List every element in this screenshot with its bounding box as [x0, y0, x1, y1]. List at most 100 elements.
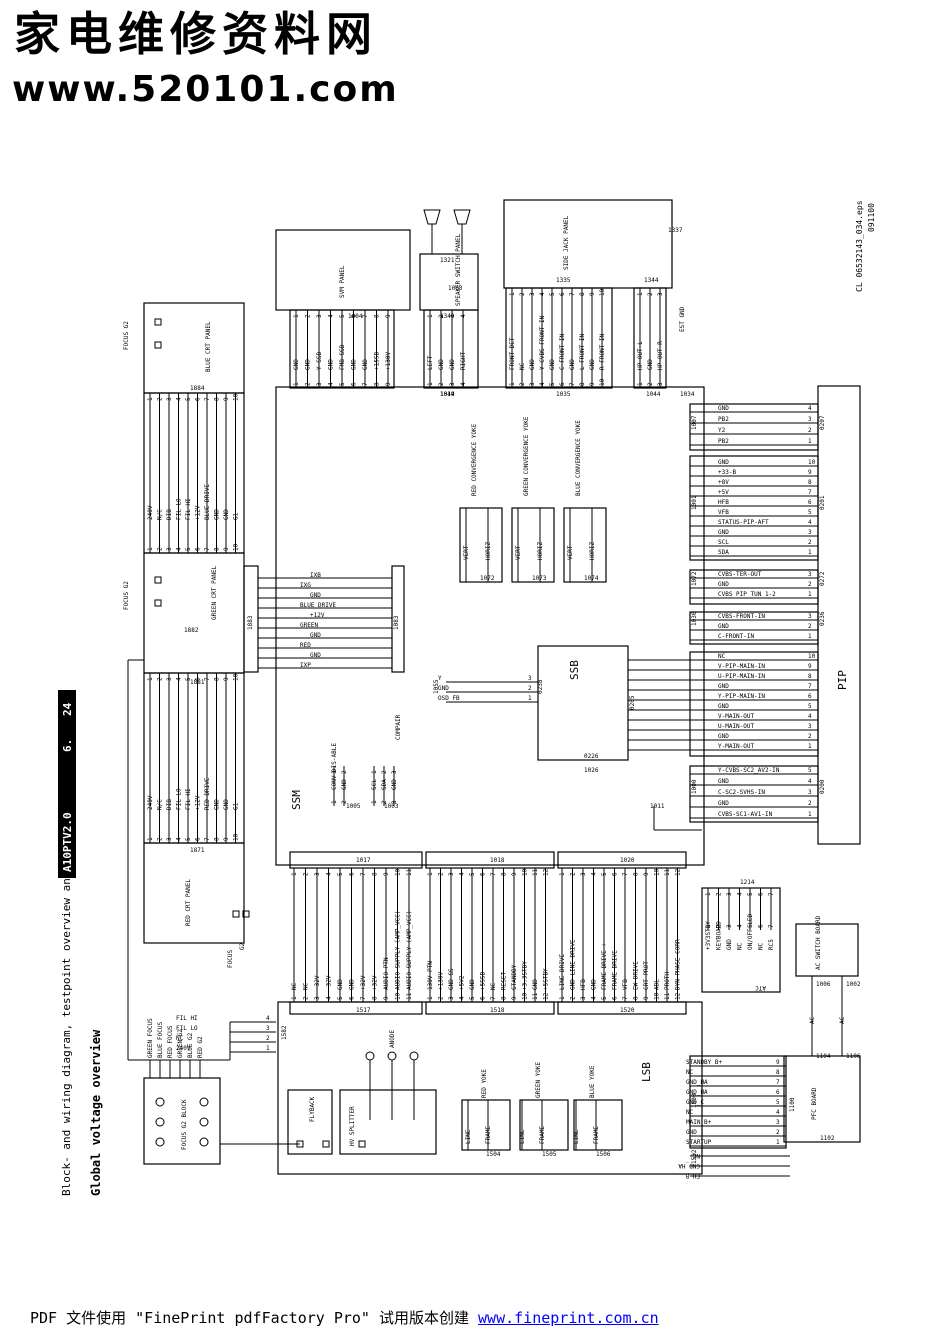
c1582-pin-number: 4: [266, 1015, 270, 1022]
blue-crt-pin-number: 5: [185, 397, 192, 401]
connector-0205: 0205: [629, 695, 636, 710]
lsb-1517-pin-number: 2: [303, 996, 310, 1000]
connector-1026: 1026: [584, 767, 599, 774]
hp-pin-number: 2: [647, 292, 654, 296]
pip-0201-pin-number: 5: [808, 509, 812, 516]
side-jack-pin: NC: [519, 362, 526, 370]
lsb-1520-pin: ABL: [654, 979, 661, 990]
lsb-1518-pin: GND SS: [448, 968, 455, 990]
blue-crt-pin-number: 8: [214, 397, 221, 401]
focus-label: FOCUS G2: [123, 321, 130, 350]
lsb-1517-pin-number: 8: [372, 996, 379, 1000]
svm-pin-number: 6: [351, 314, 358, 318]
side-jack-pin: C-FRONT-IN: [559, 333, 566, 370]
svm-pin-number: 3: [316, 314, 323, 318]
connector-1036: 1036: [691, 611, 698, 626]
lsb-1500-pin-number: 8: [776, 1069, 780, 1076]
c1003-pin: SDA: [381, 779, 388, 790]
blue-crt-pin-number: 3: [166, 547, 173, 551]
svm-panel-label: SVM PANEL: [339, 265, 346, 298]
ac-label: AC: [809, 1016, 816, 1024]
green-bus-pin: +12V: [310, 612, 325, 619]
pip-0201-pin-number: 9: [808, 469, 812, 476]
yoke-label: GREEN YOKE: [535, 1061, 542, 1098]
red-crt-pin-number: 8: [214, 837, 221, 841]
lsb-1502-pin: GND_HA: [678, 1162, 700, 1169]
lsb-1520-pin: FRAME DRIVE +: [601, 943, 608, 990]
red-crt-pin-number: 7: [204, 837, 211, 841]
pip-0200-pin: CVBS-SC1-AV1-IN: [718, 811, 773, 818]
page-title: Global voltage overview: [89, 1029, 103, 1196]
side-jack-pin-number: 10: [599, 378, 606, 386]
c1582-pin: FIL HI: [176, 1015, 198, 1022]
lsb-1520-pin: FRAME DRIVE -: [612, 943, 619, 990]
red-crt-pin-number: 1: [147, 837, 154, 841]
pip-0205-pin-number: 5: [808, 703, 812, 710]
lsb-1517-pin-number: 5: [337, 872, 344, 876]
ssb-0238-pin-number: 2: [528, 685, 532, 692]
blue-crt-pin-number: 5: [185, 547, 192, 551]
red-crt-pin: RED DRIVE: [204, 777, 211, 810]
atc-pin-number: 5: [747, 892, 754, 896]
pip-0207-pin-number: 1: [808, 438, 812, 445]
lsb-1500-pin: MAIN B+: [686, 1119, 712, 1126]
speaker-panel-label: SPEAKER SWITCH PANEL: [455, 233, 462, 306]
drawing-date: 091100: [867, 203, 876, 232]
hv-splitter: [339, 1089, 437, 1155]
ac-switch-board: [795, 923, 859, 977]
side-jack-pin-number: 7: [569, 292, 576, 296]
flyback-label: FLYBACK: [309, 1096, 316, 1122]
red-crt-pin: FIL LO: [176, 788, 183, 810]
connector-1001: 1001: [691, 495, 698, 510]
lsb-1520-pin-number: 2: [570, 996, 577, 1000]
connector-1505: 1505: [542, 1151, 557, 1158]
pip-0200-pin: Y-CVBS-SC2_AV2-IN: [718, 767, 780, 774]
lsb-1517-pin: GND: [337, 979, 344, 990]
connector-1035: 1035: [556, 391, 571, 398]
blue-crt-pin-number: 10: [233, 393, 240, 401]
svm-pin-number: 2: [305, 382, 312, 386]
lsb-1500-pin-number: 4: [776, 1109, 780, 1116]
lsb-board: [277, 1001, 703, 1175]
red-crt-pin-number: 5: [185, 677, 192, 681]
svm-pin-number: 8: [374, 382, 381, 386]
pip-0205-pin-number: 4: [808, 713, 812, 720]
atc-pin-number: 3: [726, 892, 733, 896]
blue-crt-pin: GND: [214, 509, 221, 520]
atc-pin-number: 1: [705, 892, 712, 896]
lsb-1520-pin: GND: [591, 979, 598, 990]
pip-0201-pin-number: 6: [808, 499, 812, 506]
anode-terminal: [409, 1051, 419, 1061]
red-crt-pin: FIL HI: [185, 788, 192, 810]
ssm-label: SSM: [290, 790, 303, 810]
svm-pin-number: 2: [305, 314, 312, 318]
watermark-url: www.520101.com: [12, 69, 399, 110]
blue-crt-pin: +12V: [195, 505, 202, 520]
hp-pin: GND: [647, 359, 654, 370]
footer-link[interactable]: www.fineprint.com.cn: [478, 1309, 659, 1327]
green-bus-pin: GND: [310, 652, 321, 659]
green-bus-pin: GND: [310, 632, 321, 639]
side-jack-pin-number: 2: [519, 292, 526, 296]
red-crt-pin: +12V: [195, 795, 202, 810]
yoke-pin: VERT: [515, 545, 522, 560]
lsb-1517-pin-number: 3: [314, 996, 321, 1000]
connector-1500: 1500: [691, 1093, 698, 1108]
lsb-1520-pin-number: 1: [559, 872, 566, 876]
blue-crt-pin-number: 3: [166, 397, 173, 401]
connector-1335: 1335: [556, 277, 571, 284]
focus-terminal: [154, 599, 162, 607]
hp-pin-number: 2: [647, 382, 654, 386]
section-title: Block- and wiring diagram, testpoint ove…: [60, 785, 73, 1196]
c1582-pin: FIL LO: [176, 1025, 198, 1032]
blue-crt-pin-number: 4: [176, 397, 183, 401]
speaker-pin-number: 3: [449, 382, 456, 386]
atc-pin: RC5: [768, 939, 775, 950]
connector-0238: 0238: [537, 679, 544, 694]
lsb-1520-pin-number: 2: [570, 872, 577, 876]
hv-terminal: [296, 1140, 304, 1148]
c1005-pin: GND: [341, 779, 348, 790]
speaker-pin: GND: [449, 359, 456, 370]
lsb-1517-pin-number: 6: [349, 996, 356, 1000]
